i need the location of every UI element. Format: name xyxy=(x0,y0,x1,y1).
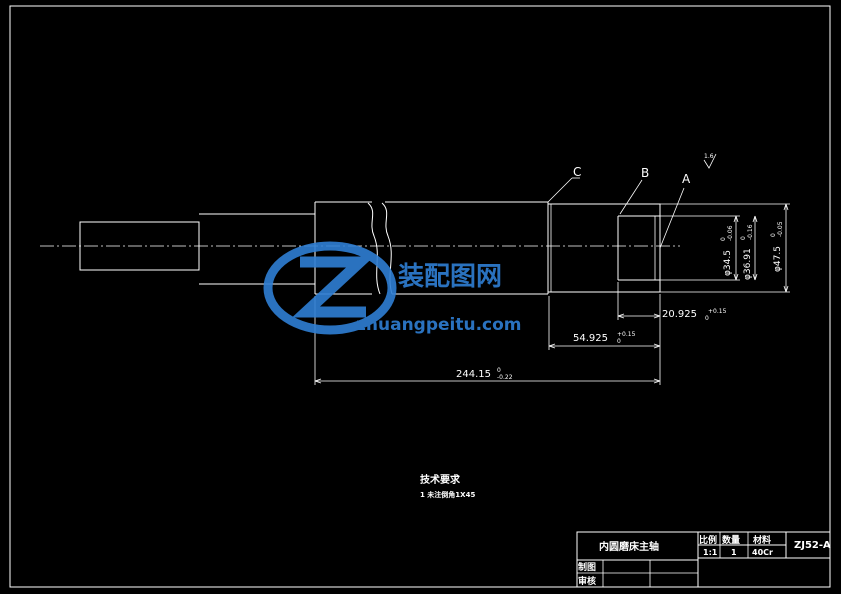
dim-dia-outer-tol-lower: -0.05 xyxy=(777,221,784,237)
dim-dia-inner-b: φ36.91 xyxy=(743,248,753,280)
dim-bore-depth: 54.925 +0.15 0 xyxy=(548,331,661,349)
roughness-symbol: 1.6 xyxy=(703,153,717,169)
drawing-frame xyxy=(9,5,831,588)
svg-text:0: 0 xyxy=(705,315,709,322)
label-a: A xyxy=(682,172,691,186)
notes-title: 技术要求 xyxy=(420,473,461,486)
dim-dia-inner-b-tol-lower: -0.16 xyxy=(747,224,754,240)
svg-text:0: 0 xyxy=(497,367,501,374)
svg-text:20.925: 20.925 xyxy=(662,309,697,320)
svg-text:-0.22: -0.22 xyxy=(497,374,513,381)
feature-leaders xyxy=(547,177,685,249)
dim-dia-inner-b-tol-upper: 0 xyxy=(740,236,747,240)
drawn-label: 制图 xyxy=(578,561,596,573)
dim-step-depth: 20.925 +0.15 0 xyxy=(617,308,727,322)
watermark: 装配图网 zhuangpeitu.com xyxy=(263,241,522,335)
svg-text:244.15: 244.15 xyxy=(456,369,491,380)
dim-dia-inner-a-tol-lower: -0.06 xyxy=(727,225,734,241)
dim-diameters xyxy=(660,203,790,293)
watermark-logo-icon xyxy=(263,241,397,335)
quantity-value: 1 xyxy=(731,548,737,557)
watermark-brand: 装配图网 xyxy=(398,262,502,292)
shaft-outline xyxy=(79,201,661,295)
svg-text:+0.15: +0.15 xyxy=(708,308,727,315)
dim-dia-outer-tol-upper: 0 xyxy=(770,233,777,237)
dim-overall-length: 244.15 0 -0.22 xyxy=(314,367,661,384)
svg-text:1.6: 1.6 xyxy=(704,153,714,160)
svg-text:+0.15: +0.15 xyxy=(617,331,636,338)
quantity-label: 数量 xyxy=(722,534,740,546)
drawing-number: ZJ52-A xyxy=(794,540,831,551)
watermark-url: zhuangpeitu.com xyxy=(356,315,522,335)
scale-label: 比例 xyxy=(699,534,717,546)
material-label: 材料 xyxy=(752,534,771,546)
material-value: 40Cr xyxy=(752,548,773,557)
checked-label: 审核 xyxy=(578,575,596,587)
svg-text:0: 0 xyxy=(617,338,621,345)
svg-text:54.925: 54.925 xyxy=(573,333,608,344)
notes-item-1: 1 未注倒角1X45 xyxy=(420,490,475,499)
dim-dia-inner-a-tol-upper: 0 xyxy=(720,237,727,241)
label-c: C xyxy=(573,165,581,179)
part-name: 内圆磨床主轴 xyxy=(599,540,659,553)
scale-value: 1:1 xyxy=(703,548,718,557)
dim-dia-outer: φ47.5 xyxy=(773,246,783,272)
label-b: B xyxy=(641,166,649,180)
title-block xyxy=(576,531,831,588)
dim-dia-inner-a: φ34.5 xyxy=(723,250,733,276)
